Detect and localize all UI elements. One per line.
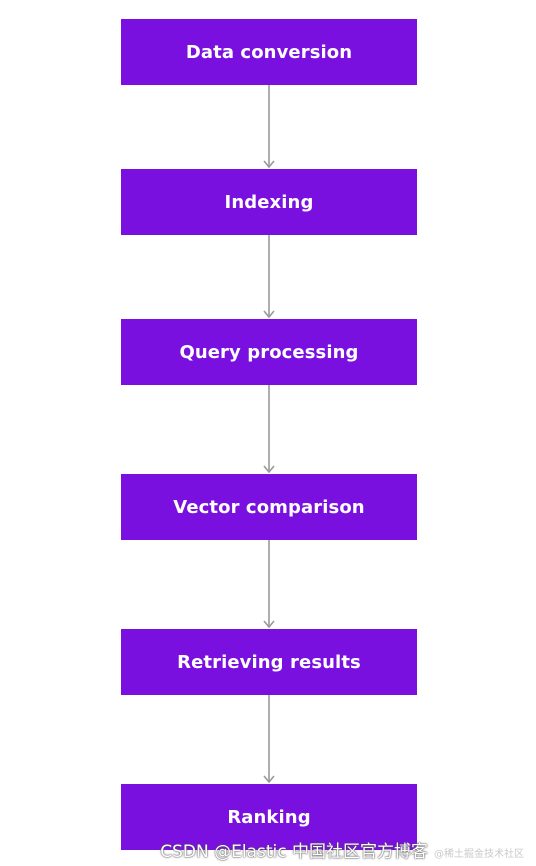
step-label: Query processing bbox=[179, 341, 359, 363]
step-label: Vector comparison bbox=[173, 496, 365, 518]
step-retrieving-results: Retrieving results bbox=[121, 629, 417, 695]
watermark-subtext: @稀土掘金技术社区 bbox=[434, 849, 524, 860]
step-label: Indexing bbox=[224, 191, 314, 213]
step-label: Ranking bbox=[227, 806, 311, 828]
step-label: Data conversion bbox=[185, 41, 353, 63]
arrow-down-icon bbox=[263, 385, 275, 474]
connector-arrow bbox=[262, 235, 276, 319]
step-label: Retrieving results bbox=[177, 651, 361, 673]
connector-arrow bbox=[262, 85, 276, 169]
arrow-down-icon bbox=[263, 85, 275, 169]
step-data-conversion: Data conversion bbox=[121, 19, 417, 85]
step-indexing: Indexing bbox=[121, 169, 417, 235]
connector-arrow bbox=[262, 540, 276, 629]
arrow-down-icon bbox=[263, 235, 275, 319]
watermark-text: CSDN @Elastic 中国社区官方博客 bbox=[160, 842, 428, 862]
arrow-down-icon bbox=[263, 695, 275, 784]
step-ranking: Ranking bbox=[121, 784, 417, 850]
arrow-down-icon bbox=[263, 540, 275, 629]
step-vector-comparison: Vector comparison bbox=[121, 474, 417, 540]
connector-arrow bbox=[262, 385, 276, 474]
watermark: CSDN @Elastic 中国社区官方博客 @稀土掘金技术社区 bbox=[160, 837, 524, 862]
step-query-processing: Query processing bbox=[121, 319, 417, 385]
connector-arrow bbox=[262, 695, 276, 784]
